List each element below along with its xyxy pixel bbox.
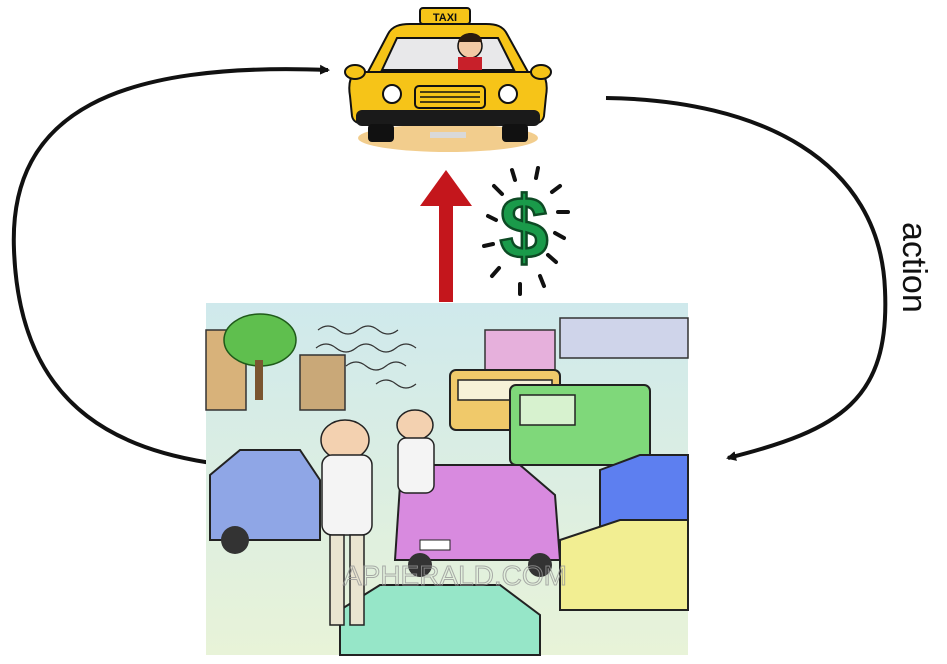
taxi-icon: TAXI [345,8,551,152]
reward-arrow [420,170,472,302]
taxi-sign: TAXI [433,12,457,24]
watermark-text: APHERALD.COM [343,560,567,591]
dollar-symbol: $ [500,178,549,277]
dollar-icon: $ [476,162,572,300]
action-label: action [893,222,933,282]
traffic-jam-cartoon [206,303,688,655]
